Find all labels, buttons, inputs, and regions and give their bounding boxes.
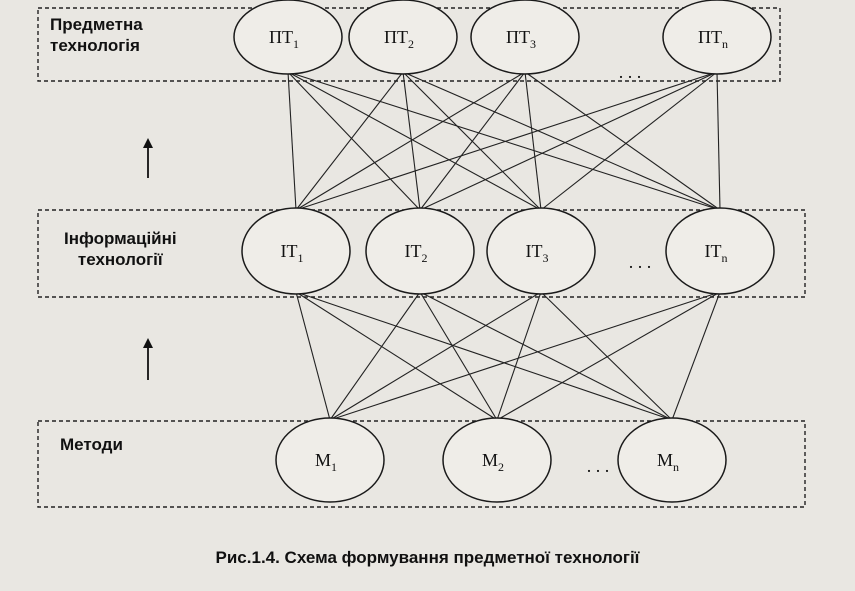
layer-label-subject: Предметна технологія: [50, 14, 143, 56]
node-subscript-info-4: n: [722, 251, 728, 265]
ellipsis-methods: . . .: [587, 456, 610, 476]
edge-info-1-to-methods-2: [419, 291, 673, 421]
node-methods-3: [617, 417, 727, 503]
up-arrow-icon-2: [143, 338, 153, 348]
layer-box-methods: [37, 420, 806, 508]
edge-subject-0-to-info-2: [287, 71, 542, 211]
edge-subject-0-to-info-0: [287, 71, 297, 211]
node-info-3: [486, 207, 596, 295]
edge-info-2-to-methods-0: [329, 291, 542, 421]
edge-info-1-to-methods-0: [329, 291, 421, 421]
edge-subject-0-to-info-3: [287, 71, 721, 211]
layer-label-info-line1: Інформаційні: [64, 229, 177, 248]
layer-label-methods: Методи: [60, 434, 123, 455]
layer-label-methods-line1: Методи: [60, 435, 123, 454]
node-subject-1: [233, 0, 343, 75]
layer-label-info: Інформаційні технології: [64, 228, 177, 270]
node-subscript-info-1: 1: [298, 251, 304, 265]
figure-caption: Рис.1.4. Схема формування предметної тех…: [215, 548, 640, 567]
edge-subject-3-to-info-0: [295, 71, 718, 211]
edge-subject-2-to-info-1: [419, 71, 526, 211]
edge-info-1-to-methods-1: [419, 291, 498, 421]
edge-info-0-to-methods-2: [295, 291, 673, 421]
node-subscript-methods-3: n: [673, 460, 679, 474]
edge-subject-1-to-info-0: [295, 71, 404, 211]
edge-subject-1-to-info-3: [402, 71, 721, 211]
layer-label-subject-line1: Предметна: [50, 15, 143, 34]
edge-subject-2-to-info-3: [524, 71, 721, 211]
edge-subject-0-to-info-1: [287, 71, 421, 211]
layer-label-subject-line2: технологія: [50, 36, 140, 55]
edge-subject-3-to-info-2: [540, 71, 718, 211]
edge-info-3-to-methods-0: [329, 291, 721, 421]
node-subject-3: [470, 0, 580, 75]
edge-subject-2-to-info-2: [524, 71, 542, 211]
node-subscript-info-2: 2: [422, 251, 428, 265]
node-info-2: [365, 207, 475, 295]
edge-subject-2-to-info-0: [295, 71, 526, 211]
node-subscript-methods-1: 1: [331, 460, 337, 474]
edge-info-0-to-methods-1: [295, 291, 498, 421]
edge-subject-3-to-info-1: [419, 71, 718, 211]
node-methods-2: [442, 417, 552, 503]
node-info-4: [665, 207, 775, 295]
node-info-1: [241, 207, 351, 295]
node-subscript-methods-2: 2: [498, 460, 504, 474]
edge-subject-3-to-info-3: [716, 71, 721, 211]
node-methods-1: [275, 417, 385, 503]
node-subscript-subject-1: 1: [293, 37, 299, 51]
node-subscript-info-3: 3: [543, 251, 549, 265]
edge-info-0-to-methods-0: [295, 291, 331, 421]
node-subscript-subject-3: 3: [530, 37, 536, 51]
ellipsis-info: . . .: [629, 252, 652, 272]
edge-info-3-to-methods-2: [671, 291, 721, 421]
node-subject-2: [348, 0, 458, 75]
edge-info-3-to-methods-1: [496, 291, 721, 421]
edge-info-2-to-methods-1: [496, 291, 542, 421]
up-arrow-icon-1: [143, 138, 153, 148]
node-subscript-subject-2: 2: [408, 37, 414, 51]
node-subscript-subject-4: n: [722, 37, 728, 51]
ellipsis-subject: . . .: [619, 62, 642, 82]
layer-label-info-line2: технології: [77, 250, 163, 269]
edge-info-2-to-methods-2: [540, 291, 673, 421]
node-subject-4: [662, 0, 772, 75]
